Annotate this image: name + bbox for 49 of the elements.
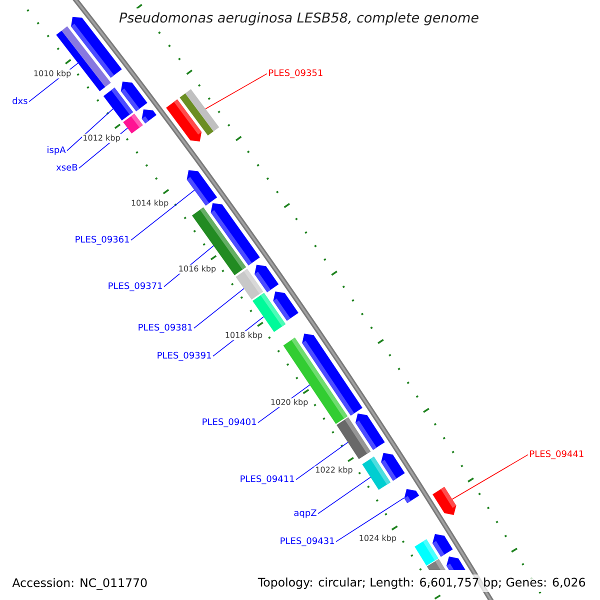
gene-block <box>254 264 279 292</box>
gene-block <box>166 99 202 142</box>
gene-label: ispA <box>48 146 66 155</box>
gene-label: dxs <box>12 97 28 104</box>
gene-label: PLES_09381 <box>138 324 192 333</box>
gene-label: PLES_09371 <box>108 282 162 292</box>
title: Pseudomonas aeruginosa LESB58, complete genome <box>115 8 483 30</box>
leader-line <box>318 476 371 514</box>
leader-line <box>194 288 244 329</box>
tick-label: 1014 kbp <box>130 199 170 208</box>
gene-block <box>273 292 298 321</box>
gene-block <box>414 539 438 566</box>
gene-block <box>120 82 148 112</box>
gene-label: PLES_09361 <box>76 236 129 245</box>
footer-text: Accession: NC_011770 <box>9 575 151 593</box>
tick-label: 1012 kbp <box>82 134 121 143</box>
gene-block <box>180 89 220 136</box>
gene-label: PLES_09401 <box>202 418 256 428</box>
leader-line <box>452 454 528 500</box>
gene-block <box>142 109 156 124</box>
gene-block <box>210 203 260 266</box>
gene-block <box>381 452 405 481</box>
gene-label: PLES_09441 <box>530 450 584 460</box>
gene-block <box>404 489 420 504</box>
tick-label: 1020 kbp <box>270 398 309 408</box>
leader-line <box>336 498 404 542</box>
footer-text: Topology: circular; Length: 6,601,757 bp; Genes: 6,026 <box>254 574 589 592</box>
gene-label: PLES_09351 <box>269 69 322 78</box>
gene-block <box>426 559 446 570</box>
gene-block <box>186 170 218 206</box>
gene-block <box>56 26 111 92</box>
leader-line <box>66 108 114 152</box>
leader-line <box>130 190 195 241</box>
gene-block <box>432 534 453 557</box>
tick-label: 1010 kbp <box>32 69 72 78</box>
gene-label: PLES_09431 <box>280 537 334 546</box>
gene-block <box>432 486 456 515</box>
gene-label: PLES_09391 <box>158 352 211 361</box>
tick-label: 1024 kbp <box>358 534 398 544</box>
tick-label: 1022 kbp <box>314 466 354 475</box>
tick-label: 1018 kbp <box>224 331 264 340</box>
gene-label: xseB <box>56 164 78 171</box>
gene-block <box>123 114 143 134</box>
gene-block <box>355 414 385 450</box>
gene-label: aqpZ <box>294 509 316 518</box>
gene-label: PLES_09411 <box>240 475 294 484</box>
gene-block <box>446 556 466 570</box>
leader-line <box>296 442 348 480</box>
tick-label: 1016 kbp <box>178 264 217 274</box>
